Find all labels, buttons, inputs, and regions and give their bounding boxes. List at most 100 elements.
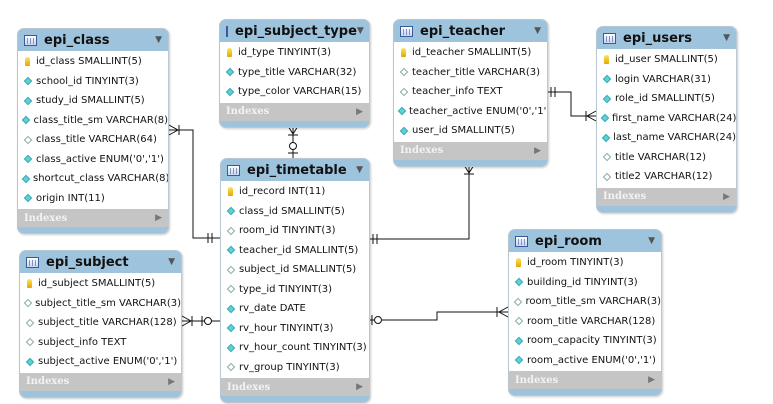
collapse-caret-icon[interactable]: ▼	[356, 165, 363, 175]
collapse-caret-icon[interactable]: ▼	[534, 26, 541, 36]
collapse-caret-icon[interactable]: ▼	[155, 35, 162, 45]
column-row[interactable]: id_record INT(11)	[221, 182, 369, 202]
filled-diamond-icon	[22, 116, 31, 125]
table-epi-timetable[interactable]: epi_timetable▼id_record INT(11)class_id …	[220, 158, 370, 403]
collapse-caret-icon[interactable]: ▼	[168, 257, 175, 267]
collapse-caret-icon[interactable]: ▼	[723, 33, 730, 43]
column-row[interactable]: id_type TINYINT(3)	[220, 43, 369, 63]
table-header[interactable]: epi_teacher ▼	[394, 20, 547, 42]
column-row[interactable]: teacher_active ENUM('0','1')	[394, 102, 547, 122]
table-name: epi_teacher	[420, 23, 506, 39]
hollow-diamond-icon	[226, 265, 235, 274]
column-row[interactable]: subject_title VARCHAR(128)	[20, 313, 181, 333]
table-header[interactable]: epi_class▼	[18, 29, 168, 51]
expand-arrow-icon[interactable]: ▶	[534, 145, 541, 156]
expand-arrow-icon[interactable]: ▶	[648, 375, 655, 385]
table-header[interactable]: epi_timetable▼	[221, 159, 369, 181]
table-name: epi_users	[623, 30, 693, 46]
column-row[interactable]: subject_active ENUM('0','1')	[20, 352, 181, 372]
expand-arrow-icon[interactable]: ▶	[356, 106, 363, 117]
column-row[interactable]: room_id TINYINT(3)	[221, 221, 369, 241]
column-row[interactable]: rv_hour TINYINT(3)	[221, 319, 369, 339]
relationship-teacher-timetable[interactable]	[368, 163, 475, 244]
expand-arrow-icon[interactable]: ▶	[723, 191, 730, 202]
column-row[interactable]: rv_group TINYINT(3)	[221, 358, 369, 378]
relationship-subjecttype-timetable[interactable]	[287, 124, 299, 158]
column-row[interactable]: teacher_info TEXT	[394, 82, 547, 102]
collapse-caret-icon[interactable]: ▼	[648, 236, 655, 246]
column-list: id_record INT(11)class_id SMALLINT(5)roo…	[221, 181, 369, 378]
column-row[interactable]: room_capacity TINYINT(3)	[509, 331, 661, 351]
column-row[interactable]: study_id SMALLINT(5)	[18, 91, 168, 111]
column-list: id_class SMALLINT(5)school_id TINYINT(3)…	[18, 51, 168, 209]
table-epi-room[interactable]: epi_room▼id_room TINYINT(3) building_id T…	[508, 229, 662, 396]
relationship-subject-timetable[interactable]	[180, 315, 220, 327]
column-row[interactable]: type_color VARCHAR(15)	[220, 82, 369, 102]
column-row[interactable]: type_title VARCHAR(32)	[220, 63, 369, 83]
column-row[interactable]: subject_title_sm VARCHAR(3)	[20, 294, 181, 314]
column-row[interactable]: id_class SMALLINT(5)	[18, 52, 168, 72]
column-row[interactable]: school_id TINYINT(3)	[18, 72, 168, 92]
column-row[interactable]: room_active ENUM('0','1')	[509, 351, 661, 371]
column-row[interactable]: teacher_title VARCHAR(3)	[394, 63, 547, 83]
indexes-section[interactable]: Indexes▶	[394, 141, 547, 160]
indexes-section[interactable]: Indexes▶	[509, 371, 661, 389]
indexes-section[interactable]: Indexes▶	[597, 187, 736, 206]
table-header[interactable]: epi_subject▼	[20, 251, 181, 273]
column-row[interactable]: origin INT(11)	[18, 189, 168, 209]
column-row[interactable]: role_id SMALLINT(5)	[597, 89, 736, 109]
column-row[interactable]: teacher_id SMALLINT(5)	[221, 241, 369, 261]
indexes-section[interactable]: Indexes▶	[20, 372, 181, 391]
column-text: room_active ENUM('0','1')	[527, 354, 656, 366]
column-text: shortcut_class VARCHAR(8)	[33, 173, 169, 185]
column-row[interactable]: user_id SMALLINT(5)	[394, 121, 547, 141]
column-row[interactable]: rv_date DATE	[221, 299, 369, 319]
column-row[interactable]: first_name VARCHAR(24)	[597, 109, 736, 129]
collapse-caret-icon[interactable]: ▼	[356, 26, 364, 36]
column-row[interactable]: id_subject SMALLINT(5)	[20, 274, 181, 294]
relationship-class-timetable[interactable]	[167, 124, 220, 243]
hollow-diamond-icon	[602, 153, 611, 162]
table-epi-subject-type[interactable]: epi_subject_type▼id_type TINYINT(3)type_…	[219, 19, 370, 128]
table-epi-subject[interactable]: epi_subject▼id_subject SMALLINT(5)subjec…	[19, 250, 182, 398]
column-row[interactable]: id_room TINYINT(3)	[509, 253, 661, 273]
column-row[interactable]: shortcut_class VARCHAR(8)	[18, 169, 168, 189]
expand-arrow-icon[interactable]: ▶	[168, 376, 175, 387]
filled-diamond-icon	[514, 336, 523, 345]
column-row[interactable]: subject_id SMALLINT(5)	[221, 260, 369, 280]
column-row[interactable]: title VARCHAR(12)	[597, 148, 736, 168]
column-row[interactable]: id_teacher SMALLINT(5)	[394, 43, 547, 63]
table-epi-teacher[interactable]: epi_teacher▼id_teacher SMALLINT(5)teache…	[393, 19, 548, 167]
indexes-section[interactable]: Indexes ▶	[221, 378, 369, 396]
table-epi-class[interactable]: epi_class▼id_class SMALLINT(5)school_id …	[17, 28, 169, 234]
relationship-timetable-room[interactable]	[368, 306, 509, 325]
expand-arrow-icon[interactable]: ▶	[356, 382, 363, 392]
relationship-teacher-users[interactable]	[546, 87, 597, 122]
column-row[interactable]: room_title_sm VARCHAR(3)	[509, 292, 661, 312]
column-row[interactable]: subject_info TEXT	[20, 333, 181, 353]
hollow-diamond-icon	[25, 318, 34, 327]
column-text: subject_active ENUM('0','1')	[38, 356, 178, 368]
expand-arrow-icon[interactable]: ▶	[155, 213, 162, 223]
column-row[interactable]: title2 VARCHAR(12)	[597, 167, 736, 187]
column-row[interactable]: rv_hour_count TINYINT(3)	[221, 338, 369, 358]
column-row[interactable]: type_id TINYINT(3)	[221, 280, 369, 300]
indexes-section[interactable]: Indexes▶	[18, 209, 168, 227]
indexes-section[interactable]: Indexes▶	[220, 102, 369, 121]
column-row[interactable]: building_id TINYINT(3)	[509, 273, 661, 293]
table-header[interactable]: epi_users ▼	[597, 27, 736, 49]
column-row[interactable]: class_title_sm VARCHAR(8)	[18, 111, 168, 131]
column-row[interactable]: class_id SMALLINT(5)	[221, 202, 369, 222]
table-icon	[227, 164, 240, 176]
column-row[interactable]: class_active ENUM('0','1')	[18, 150, 168, 170]
column-row[interactable]: login VARCHAR(31)	[597, 70, 736, 90]
column-text: building_id TINYINT(3)	[527, 276, 638, 288]
column-row[interactable]: id_user SMALLINT(5)	[597, 50, 736, 70]
column-row[interactable]: class_title VARCHAR(64)	[18, 130, 168, 150]
column-row[interactable]: room_title VARCHAR(128)	[509, 312, 661, 332]
indexes-label: Indexes	[227, 381, 271, 393]
table-header[interactable]: epi_subject_type▼	[220, 20, 369, 42]
table-epi-users[interactable]: epi_users ▼ id_user SMALLINT(5)login VARCH…	[596, 26, 737, 213]
table-header[interactable]: epi_room▼	[509, 230, 661, 252]
column-row[interactable]: last_name VARCHAR(24)	[597, 128, 736, 148]
